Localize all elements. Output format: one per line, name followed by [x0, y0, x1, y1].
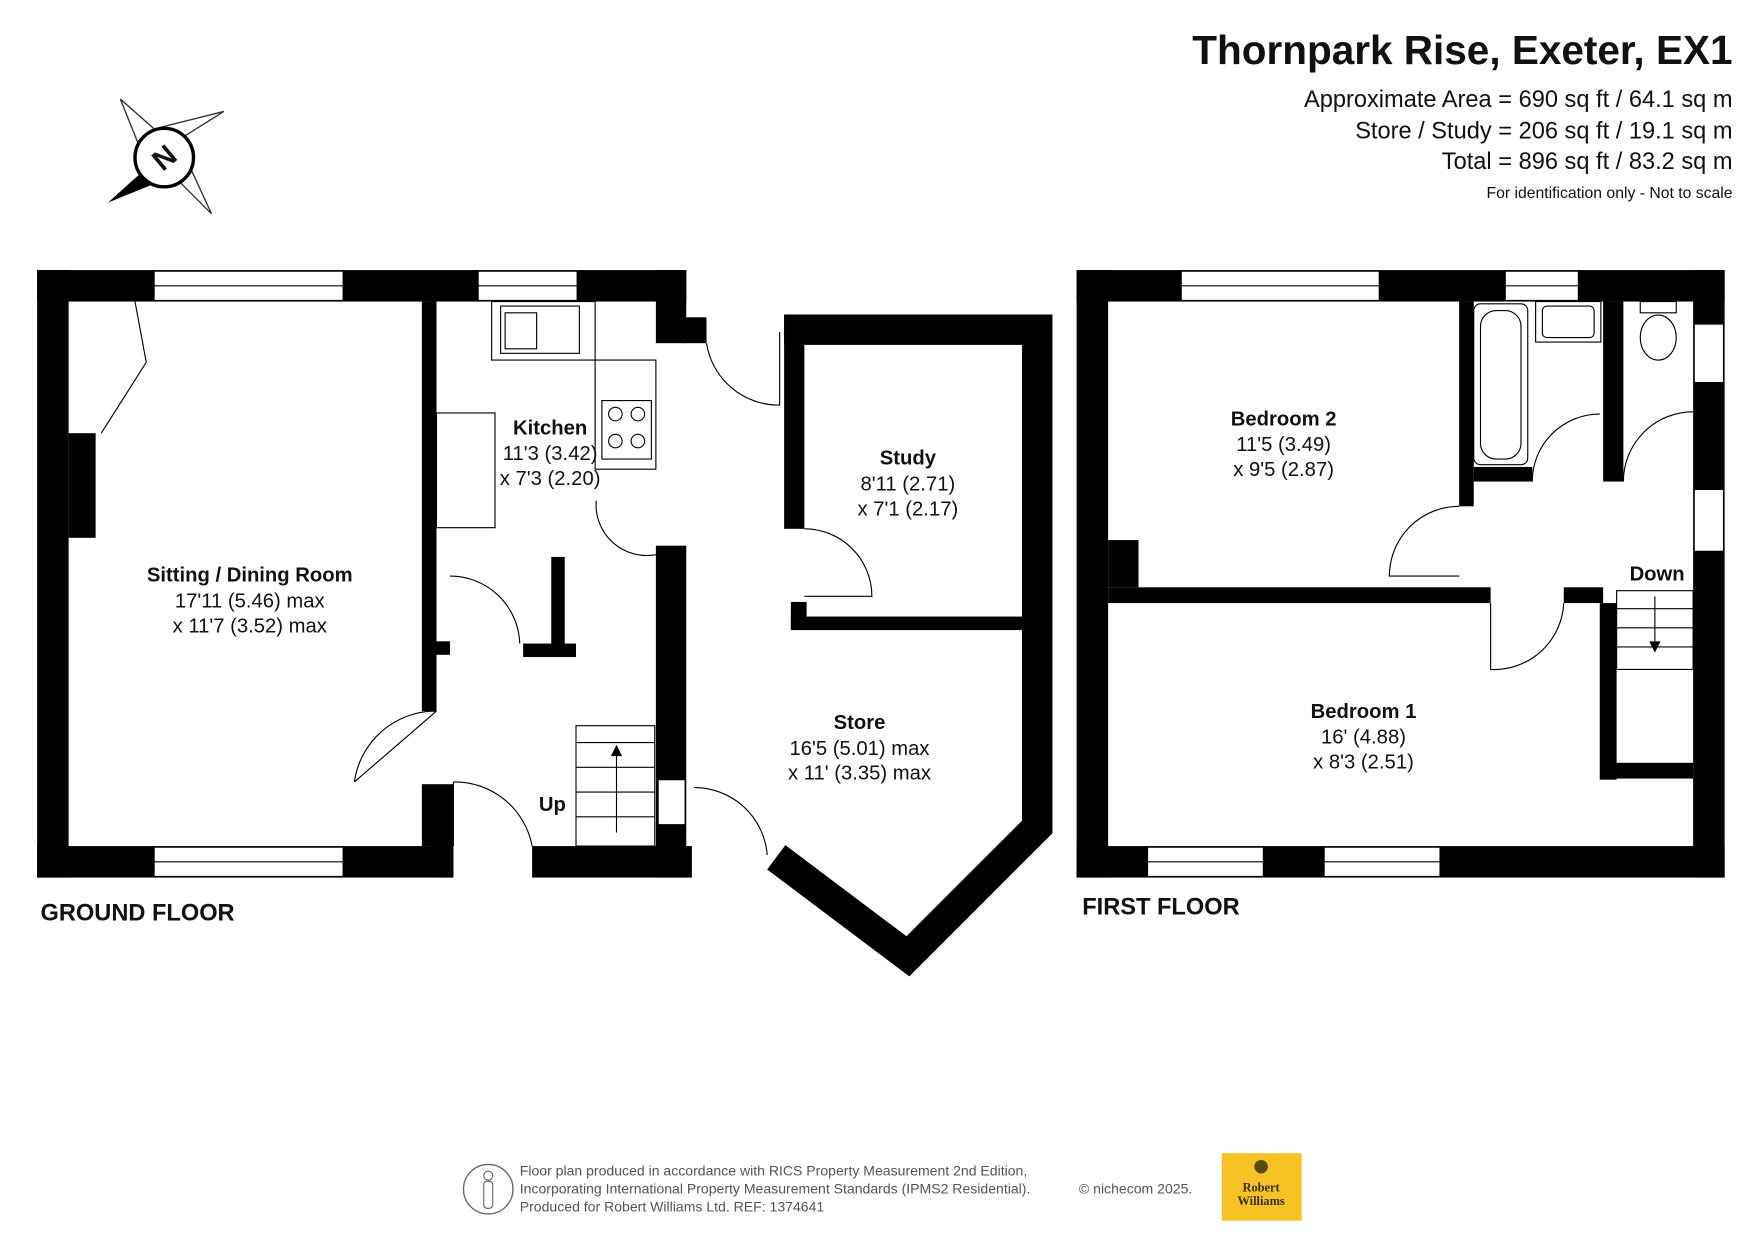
area-approx: Approximate Area = 690 sq ft / 64.1 sq m [1304, 87, 1733, 113]
area-total: Total = 896 sq ft / 83.2 sq m [1442, 149, 1733, 175]
room-dim-store-1: 16'5 (5.01) max [789, 738, 929, 760]
room-dim-store-2: x 11' (3.35) max [788, 763, 931, 785]
robert-williams-logo: Robert Williams [1221, 1153, 1302, 1221]
room-dim-study-2: x 7'1 (2.17) [858, 498, 959, 520]
room-dim-kitchen-2: x 7'3 (2.20) [500, 468, 601, 490]
stairs-down-label: Down [1630, 564, 1685, 586]
first-floor-stairs [1616, 590, 1694, 670]
room-dim-bedroom2-1: 11'5 (3.49) [1236, 434, 1331, 456]
room-name-store: Store [834, 712, 886, 734]
disclaimer: For identification only - Not to scale [1487, 185, 1733, 202]
svg-text:Robert: Robert [1243, 1180, 1281, 1194]
room-dim-sitting-1: 17'11 (5.46) max [175, 591, 325, 613]
footer-line-2: Incorporating International Property Mea… [520, 1181, 1031, 1197]
compass-north-icon: N [108, 98, 225, 215]
stairs-up-label: Up [539, 794, 566, 816]
first-floor-title: FIRST FLOOR [1082, 895, 1239, 921]
footer-line-3: Produced for Robert Williams Ltd. REF: 1… [520, 1199, 825, 1215]
ground-floor-plan [37, 270, 1053, 977]
room-dim-bedroom1-1: 16' (4.88) [1321, 727, 1406, 749]
room-name-bedroom1: Bedroom 1 [1311, 701, 1417, 723]
area-store-study: Store / Study = 206 sq ft / 19.1 sq m [1355, 118, 1732, 144]
room-dim-study-1: 8'11 (2.71) [861, 474, 956, 496]
copyright: © nichecom 2025. [1079, 1181, 1192, 1197]
property-title: Thornpark Rise, Exeter, EX1 [1192, 27, 1732, 73]
room-dim-sitting-2: x 11'7 (3.52) max [173, 615, 327, 637]
room-dim-bedroom1-2: x 8'3 (2.51) [1313, 751, 1414, 773]
ground-floor-title: GROUND FLOOR [41, 900, 235, 926]
ground-floor-stairs [575, 725, 656, 847]
first-floor-plan [1076, 270, 1725, 878]
svg-text:Williams: Williams [1238, 1194, 1285, 1208]
person-icon [462, 1163, 514, 1215]
footer-line-1: Floor plan produced in accordance with R… [520, 1163, 1028, 1179]
room-name-study: Study [880, 448, 937, 470]
room-dim-bedroom2-2: x 9'5 (2.87) [1233, 459, 1334, 481]
room-name-bedroom2: Bedroom 2 [1231, 408, 1337, 430]
room-dim-kitchen-1: 11'3 (3.42) [503, 443, 598, 465]
room-name-sitting: Sitting / Dining Room [147, 565, 353, 587]
room-name-kitchen: Kitchen [513, 417, 587, 439]
